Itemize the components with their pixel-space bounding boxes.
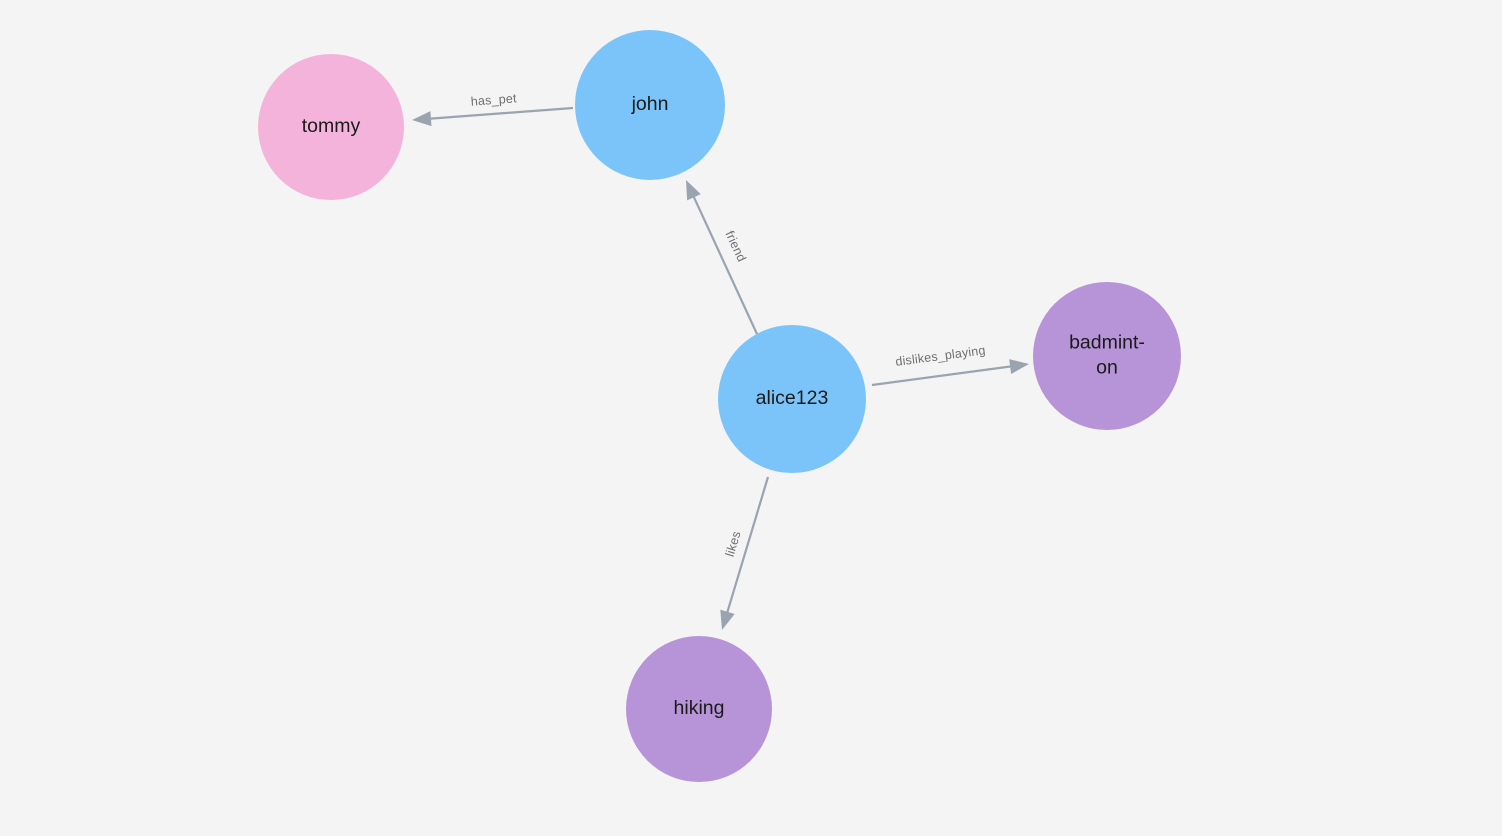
graph-node-john[interactable]: john xyxy=(575,30,725,180)
node-label: badmint- xyxy=(1069,332,1145,354)
edge-arrowhead xyxy=(412,111,432,127)
graph-node-hiking[interactable]: hiking xyxy=(626,636,772,782)
graph-node-alice123[interactable]: alice123 xyxy=(718,325,866,473)
graph-edge[interactable]: friend xyxy=(686,180,758,335)
edge-arrowhead xyxy=(1009,359,1029,374)
node-label: on xyxy=(1096,357,1118,379)
graph-edge[interactable]: likes xyxy=(720,476,770,630)
edge-line xyxy=(871,365,1013,387)
edge-label: has_pet xyxy=(470,91,517,108)
node-label: john xyxy=(631,93,669,115)
graph-node-tommy[interactable]: tommy xyxy=(258,54,404,200)
edge-label: dislikes_playing xyxy=(895,343,987,369)
node-circle[interactable] xyxy=(575,30,725,180)
node-circle[interactable] xyxy=(258,54,404,200)
edge-line xyxy=(428,106,574,120)
graph-edge[interactable]: dislikes_playing xyxy=(871,343,1029,387)
edge-arrowhead xyxy=(686,180,701,201)
node-circle[interactable] xyxy=(718,325,866,473)
node-label: hiking xyxy=(674,697,725,719)
edge-line xyxy=(725,476,770,615)
node-circle[interactable] xyxy=(626,636,772,782)
edge-label: friend xyxy=(722,229,748,264)
edge-line xyxy=(692,194,758,335)
graph-node-badminton[interactable]: badmint-on xyxy=(1033,282,1181,430)
node-circle[interactable] xyxy=(1033,282,1181,430)
graph-edge[interactable]: has_pet xyxy=(412,91,574,127)
edge-arrowhead xyxy=(720,609,735,630)
node-label: alice123 xyxy=(756,387,829,409)
nodes-layer: tommy john alice123 badmint-on hiking xyxy=(258,30,1181,782)
edge-label: likes xyxy=(723,529,744,558)
node-label: tommy xyxy=(302,115,361,137)
